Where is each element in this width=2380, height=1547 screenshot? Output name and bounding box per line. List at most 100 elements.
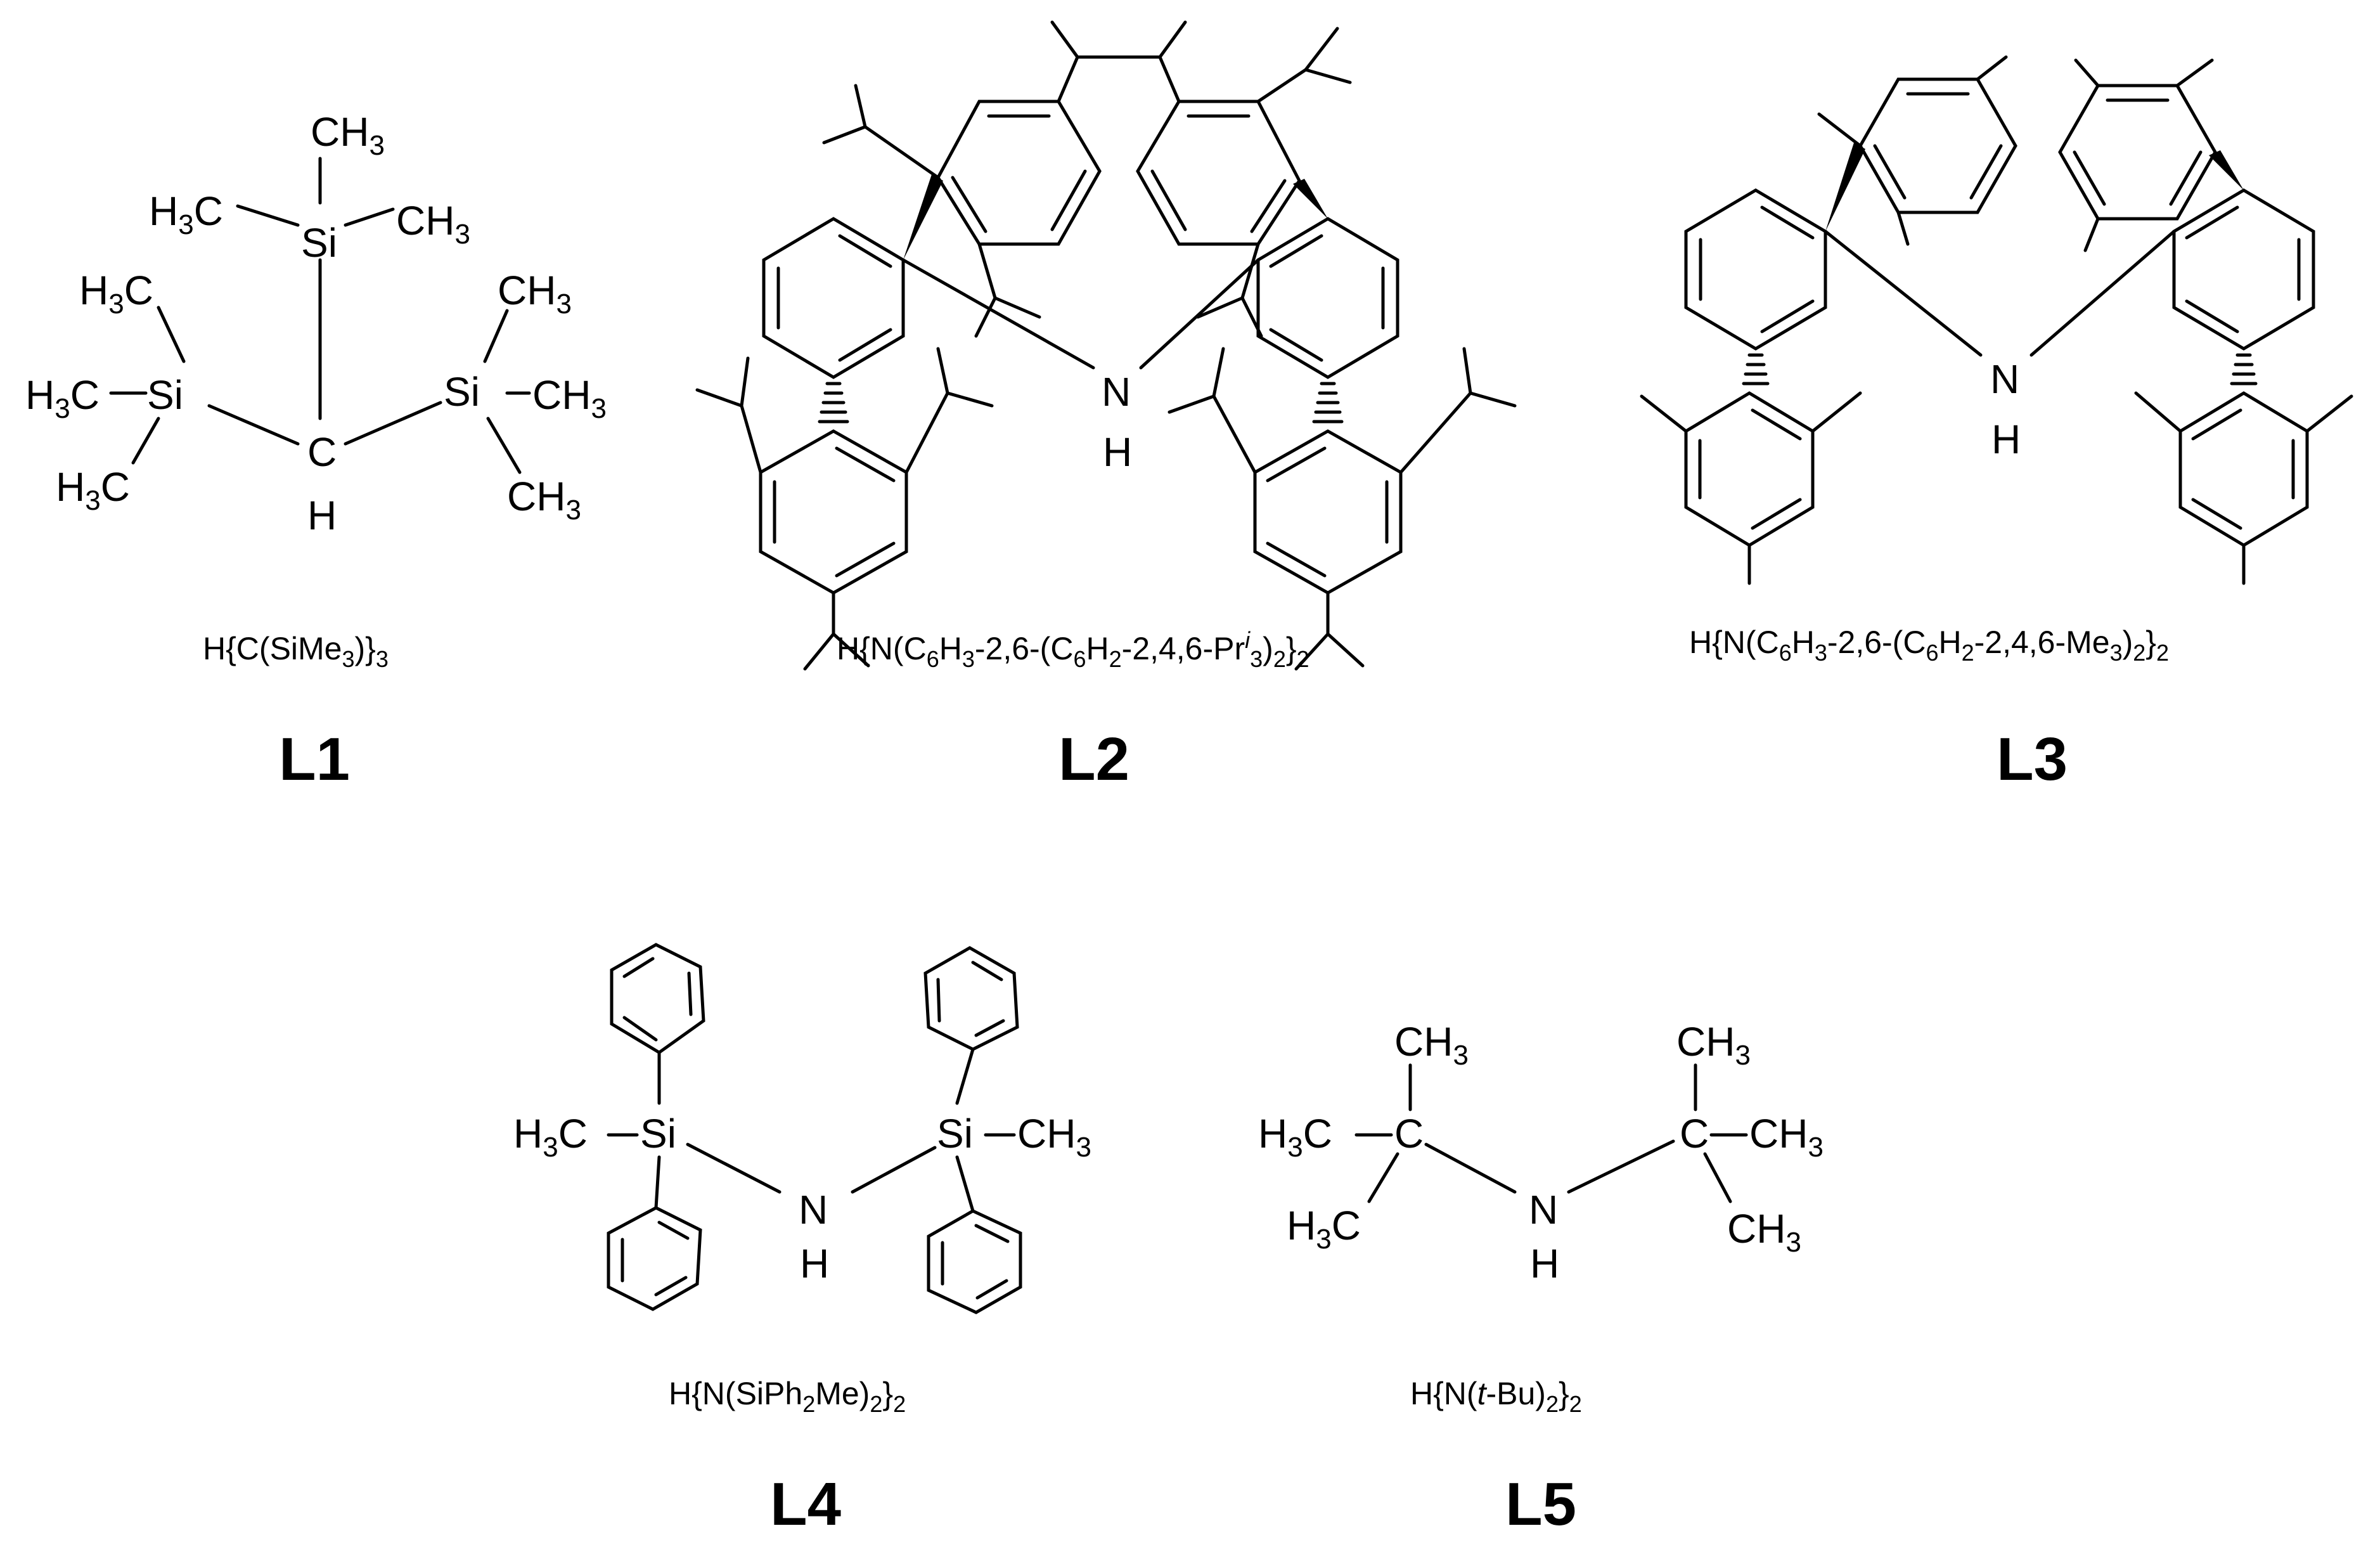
- bond: [901, 258, 1095, 370]
- bond: [851, 1146, 937, 1194]
- bond: [904, 391, 949, 474]
- bond: [1050, 169, 1087, 231]
- bond: [832, 632, 870, 668]
- bond: [936, 978, 941, 1023]
- ring-phenyl-upper-left: [610, 943, 705, 1054]
- group-ch3-right-top: CH3: [498, 268, 572, 320]
- atom-c-left: C: [1394, 1111, 1424, 1156]
- atom-n: N: [1529, 1187, 1558, 1233]
- ring-aryl-upper-left: [936, 100, 1102, 246]
- bond: [946, 391, 994, 408]
- atom-h: H: [800, 1241, 829, 1286]
- bond: [236, 204, 300, 227]
- structure-L5: C CH3 H3C H3C N H C CH3 CH3 CH3 H{N(t-Bu…: [1258, 1019, 1824, 1538]
- hashed-bond: [2230, 353, 2258, 385]
- bond: [131, 417, 160, 465]
- ring-phenyl-lower-right: [927, 1209, 1022, 1314]
- ring-aryl-lower-right: [1253, 429, 1403, 595]
- formula-L1: H{C(SiMe3)}3: [203, 631, 389, 672]
- bond: [2185, 205, 2239, 240]
- bond: [1240, 242, 1260, 300]
- atom-c-right: C: [1680, 1111, 1709, 1156]
- bond: [657, 1220, 690, 1240]
- bond: [1250, 179, 1287, 233]
- bond: [2073, 150, 2106, 206]
- bond: [654, 1276, 688, 1297]
- bond: [1703, 1152, 1732, 1203]
- ring-central-left: [1684, 188, 1827, 351]
- bond: [977, 242, 997, 300]
- bond: [1751, 498, 1802, 530]
- bond: [1399, 391, 1472, 474]
- bond: [1424, 1142, 1517, 1194]
- bond: [1896, 210, 1910, 246]
- bond: [1057, 55, 1079, 103]
- bond: [974, 1224, 1010, 1243]
- group-ch3-right-bottom: CH3: [507, 474, 581, 526]
- bond: [1760, 205, 1815, 240]
- group-ch3-left-top: CH3: [1394, 1019, 1469, 1071]
- bond: [1824, 230, 1983, 357]
- atom-h: H: [1103, 429, 1132, 475]
- group-h3c-left-bottom: H3C: [1287, 1203, 1361, 1255]
- bond: [975, 1279, 1008, 1300]
- bond: [974, 1019, 1005, 1037]
- bond: [1167, 394, 1216, 414]
- structure-L3: N H: [1640, 55, 2353, 793]
- atom-si-right: Si: [444, 369, 480, 415]
- bond: [803, 632, 835, 671]
- bond: [1760, 299, 1815, 333]
- bond: [1212, 347, 1225, 398]
- bond: [971, 961, 1003, 981]
- bond: [207, 404, 300, 446]
- bond: [1196, 296, 1244, 319]
- bond: [955, 1047, 975, 1105]
- bond: [1269, 234, 1323, 268]
- ring-central-right: [1256, 217, 1399, 379]
- bond: [344, 207, 395, 227]
- ring-central-right: [2172, 188, 2315, 351]
- ring-aryl-lower-left: [1684, 391, 1815, 547]
- label-L3: L3: [1997, 725, 2068, 793]
- bond: [2083, 217, 2100, 252]
- ring-aryl-lower-right: [2178, 391, 2309, 547]
- atom-c-center: C: [307, 429, 337, 475]
- bond: [955, 1155, 975, 1213]
- bond: [2175, 58, 2214, 87]
- bond: [974, 296, 997, 338]
- structure-L1: Si CH3 H3C CH3 Si H3C H3C H3C C H Si CH3…: [25, 109, 607, 793]
- bond: [1158, 55, 1181, 103]
- bond: [822, 125, 867, 145]
- group-ch3-right-mid: CH3: [532, 372, 607, 424]
- bond: [1158, 20, 1187, 59]
- atom-h-center: H: [307, 493, 337, 538]
- bond: [863, 125, 940, 179]
- wedge-bond: [1293, 179, 1328, 219]
- bond: [838, 234, 892, 268]
- bond: [1367, 1152, 1399, 1203]
- ring-aryl-upper-right: [1136, 100, 1301, 246]
- bond: [1266, 541, 1327, 578]
- bond: [1462, 347, 1472, 395]
- bond: [1873, 144, 1907, 200]
- bond: [1811, 391, 1862, 433]
- bond: [1817, 112, 1862, 148]
- bond: [483, 309, 509, 363]
- group-ch3-right-bottom: CH3: [1727, 1206, 1801, 1258]
- group-h3c-left-top: H3C: [79, 268, 153, 320]
- bond: [1567, 1139, 1675, 1194]
- group-ch3-right-top: CH3: [1676, 1019, 1751, 1071]
- atom-si-right: Si: [937, 1111, 973, 1156]
- bond: [1751, 408, 1802, 441]
- group-h3c-left-bottom: H3C: [56, 464, 130, 516]
- structure-L4: Si H3C N H Si CH3 H{N(SiP: [513, 943, 1091, 1538]
- bond: [2134, 391, 2182, 433]
- bond: [1269, 328, 1323, 362]
- bond: [835, 446, 896, 482]
- bond: [1139, 258, 1260, 370]
- formula-L4: H{N(SiPh2Me)2}2: [669, 1376, 906, 1417]
- bond: [1304, 27, 1339, 72]
- bond: [622, 1016, 658, 1042]
- atom-si-left: Si: [147, 372, 183, 418]
